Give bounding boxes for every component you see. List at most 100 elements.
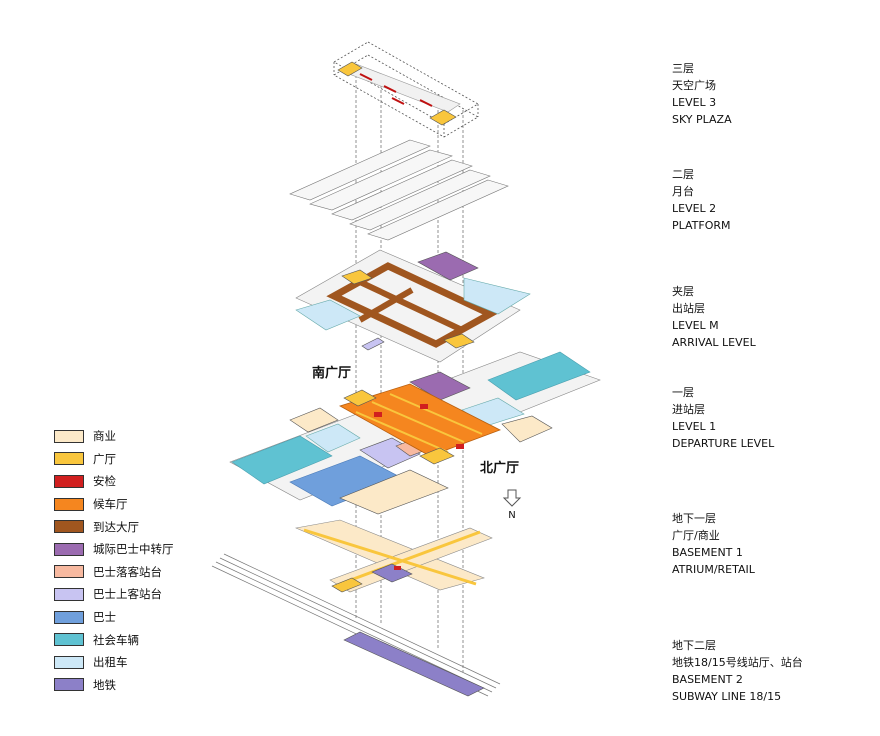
basement-2-label: 地下二层 地铁18/15号线站厅、站台 BASEMENT 2 SUBWAY LI… <box>672 637 803 705</box>
basement-1-atrium-retail <box>294 519 493 593</box>
legend-swatch <box>54 474 84 488</box>
level-1-zh-name: 一层 <box>672 386 694 399</box>
legend-swatch <box>54 633 84 647</box>
subway-station <box>343 631 485 697</box>
legend-label: 商业 <box>93 429 116 444</box>
legend-item: 巴士上客站台 <box>54 583 174 606</box>
legend-swatch <box>54 520 84 534</box>
legend-label: 出租车 <box>93 655 128 670</box>
level-1-departure <box>229 351 601 515</box>
sky-plaza-floor <box>343 63 461 113</box>
sky-plaza-atrium-east <box>429 109 457 126</box>
level-3-en-name: LEVEL 3 <box>672 96 717 109</box>
bus-pickup-m <box>361 337 385 351</box>
north-label: N <box>508 510 516 521</box>
atrium-l1-2 <box>419 447 455 465</box>
legend-label: 安检 <box>93 474 116 489</box>
basement-2-zh-desc: 地铁18/15号线站厅、站台 <box>672 656 803 669</box>
legend-label: 城际巴士中转厅 <box>93 542 174 557</box>
basement-1-en-name: BASEMENT 1 <box>672 546 743 559</box>
legend-label: 候车厅 <box>93 497 128 512</box>
legend-swatch <box>54 497 84 511</box>
social-vehicle-east <box>487 351 591 401</box>
waiting-hall-grid <box>355 393 483 453</box>
basement-1-zh-name: 地下一层 <box>672 512 716 525</box>
level-1-en-desc: DEPARTURE LEVEL <box>672 437 775 450</box>
b1-atrium-south <box>331 577 363 593</box>
legend: 商业 广厅 安检 候车厅 到达大厅 城际巴士中转厅 巴士落客站台 巴士上客站台 … <box>54 425 174 696</box>
level-2-platform <box>289 139 509 241</box>
level-m-arrival <box>295 249 531 363</box>
legend-item: 地铁 <box>54 674 174 697</box>
atrium-m-1 <box>341 269 373 285</box>
level-2-en-name: LEVEL 2 <box>672 202 717 215</box>
legend-swatch <box>54 542 84 556</box>
atrium-m-2 <box>443 333 475 349</box>
north-arrow: N <box>497 488 527 521</box>
legend-item: 广厅 <box>54 448 174 471</box>
security-l1 <box>374 404 464 449</box>
retail-l1-south <box>289 407 339 433</box>
legend-item: 候车厅 <box>54 493 174 516</box>
legend-item: 安检 <box>54 470 174 493</box>
taxi-area-l1-west <box>305 423 361 453</box>
platform-strip <box>289 139 431 201</box>
b1-atrium-line <box>303 528 477 586</box>
legend-label: 社会车辆 <box>93 632 139 647</box>
platform-strip <box>309 149 453 211</box>
taxi-area-m-west <box>295 299 361 331</box>
legend-item: 巴士 <box>54 606 174 629</box>
legend-swatch <box>54 655 84 669</box>
level-2-label: 二层 月台 LEVEL 2 PLATFORM <box>672 166 731 234</box>
level-3-zh-desc: 天空广场 <box>672 79 716 92</box>
b1-security <box>394 566 401 570</box>
retail-l1-north <box>501 415 553 443</box>
legend-item: 商业 <box>54 425 174 448</box>
social-vehicle-west <box>231 435 333 485</box>
legend-swatch <box>54 610 84 624</box>
level-1-en-name: LEVEL 1 <box>672 420 717 433</box>
level-3-sky-plaza <box>333 41 479 138</box>
legend-item: 到达大厅 <box>54 515 174 538</box>
legend-label: 广厅 <box>93 451 116 466</box>
level-1-zh-desc: 进站层 <box>672 403 705 416</box>
level-2-zh-desc: 月台 <box>672 185 694 198</box>
legend-item: 社会车辆 <box>54 628 174 651</box>
b1-atrium-line <box>339 530 481 586</box>
intercity-bus-hall-m <box>417 251 479 281</box>
level-m-zh-name: 夹层 <box>672 285 694 298</box>
sky-plaza-security-marks <box>359 73 433 107</box>
level-3-en-desc: SKY PLAZA <box>672 113 732 126</box>
basement-2-en-name: BASEMENT 2 <box>672 673 743 686</box>
legend-label: 巴士 <box>93 610 116 625</box>
level-2-en-desc: PLATFORM <box>672 219 731 232</box>
basement-1-en-desc: ATRIUM/RETAIL <box>672 563 755 576</box>
legend-item: 出租车 <box>54 651 174 674</box>
legend-label: 到达大厅 <box>93 519 139 534</box>
level-m-en-name: LEVEL M <box>672 319 719 332</box>
arrival-hall-outer <box>326 262 498 348</box>
basement-2-subway <box>211 553 501 697</box>
platform-strip <box>349 169 491 231</box>
legend-item: 巴士落客站台 <box>54 561 174 584</box>
legend-swatch <box>54 587 84 601</box>
basement-1-label: 地下一层 广厅/商业 BASEMENT 1 ATRIUM/RETAIL <box>672 510 755 578</box>
sky-plaza-atrium-west <box>337 61 363 77</box>
legend-label: 巴士上客站台 <box>93 587 162 602</box>
level-1-label: 一层 进站层 LEVEL 1 DEPARTURE LEVEL <box>672 384 774 452</box>
taxi-area-m-east <box>463 277 531 315</box>
legend-label: 地铁 <box>93 677 116 692</box>
waiting-hall <box>338 383 501 457</box>
level-3-label: 三层 天空广场 LEVEL 3 SKY PLAZA <box>672 60 732 128</box>
level-m-label: 夹层 出站层 LEVEL M ARRIVAL LEVEL <box>672 283 756 351</box>
basement-2-en-desc: SUBWAY LINE 18/15 <box>672 690 782 703</box>
legend-swatch <box>54 678 84 692</box>
legend-label: 巴士落客站台 <box>93 564 162 579</box>
legend-swatch <box>54 452 84 466</box>
basement-2-zh-name: 地下二层 <box>672 639 716 652</box>
north-arrow-icon <box>502 489 522 507</box>
legend-swatch <box>54 565 84 579</box>
level-m-en-desc: ARRIVAL LEVEL <box>672 336 756 349</box>
platform-strip <box>367 179 509 241</box>
